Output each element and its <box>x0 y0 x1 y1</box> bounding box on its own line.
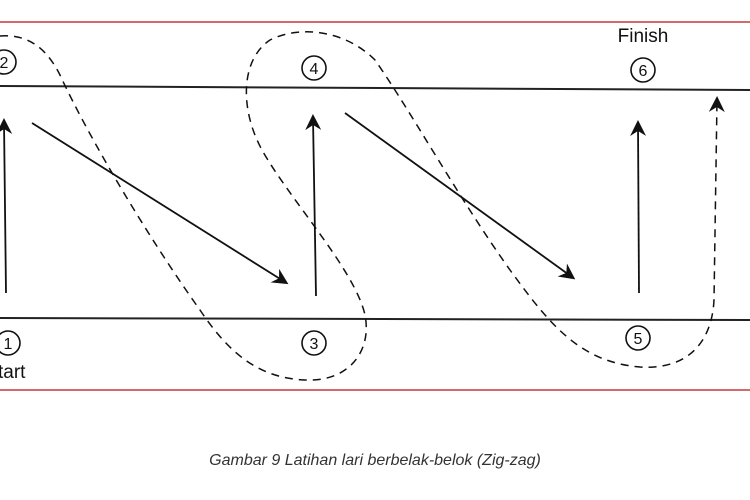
marker-4: 4 <box>301 55 327 81</box>
finish-label: Finish <box>618 26 669 47</box>
arrow-diagonal-2 <box>344 112 576 280</box>
dashed-weaving-path <box>0 31 725 381</box>
svg-text:3: 3 <box>310 336 319 353</box>
marker-3: 3 <box>301 330 327 356</box>
svg-text:2: 2 <box>0 55 9 72</box>
arrow-up-1 <box>0 118 13 294</box>
marker-5: 5 <box>625 325 651 351</box>
svg-text:5: 5 <box>634 331 643 348</box>
figure-caption: Gambar 9 Latihan lari berbelak-belok (Zi… <box>209 452 541 469</box>
arrow-up-2 <box>305 114 322 297</box>
svg-text:1: 1 <box>4 336 13 353</box>
svg-text:4: 4 <box>310 61 319 78</box>
start-label: tart <box>0 362 26 383</box>
top-lane-line <box>0 85 750 91</box>
marker-1: 1 <box>0 330 21 356</box>
arrow-up-3 <box>630 120 647 294</box>
arrow-diagonal-1 <box>31 122 289 285</box>
bottom-lane-line <box>0 317 750 321</box>
marker-6: 6 <box>630 57 656 83</box>
marker-2: 2 <box>0 49 17 75</box>
svg-text:6: 6 <box>639 63 648 80</box>
